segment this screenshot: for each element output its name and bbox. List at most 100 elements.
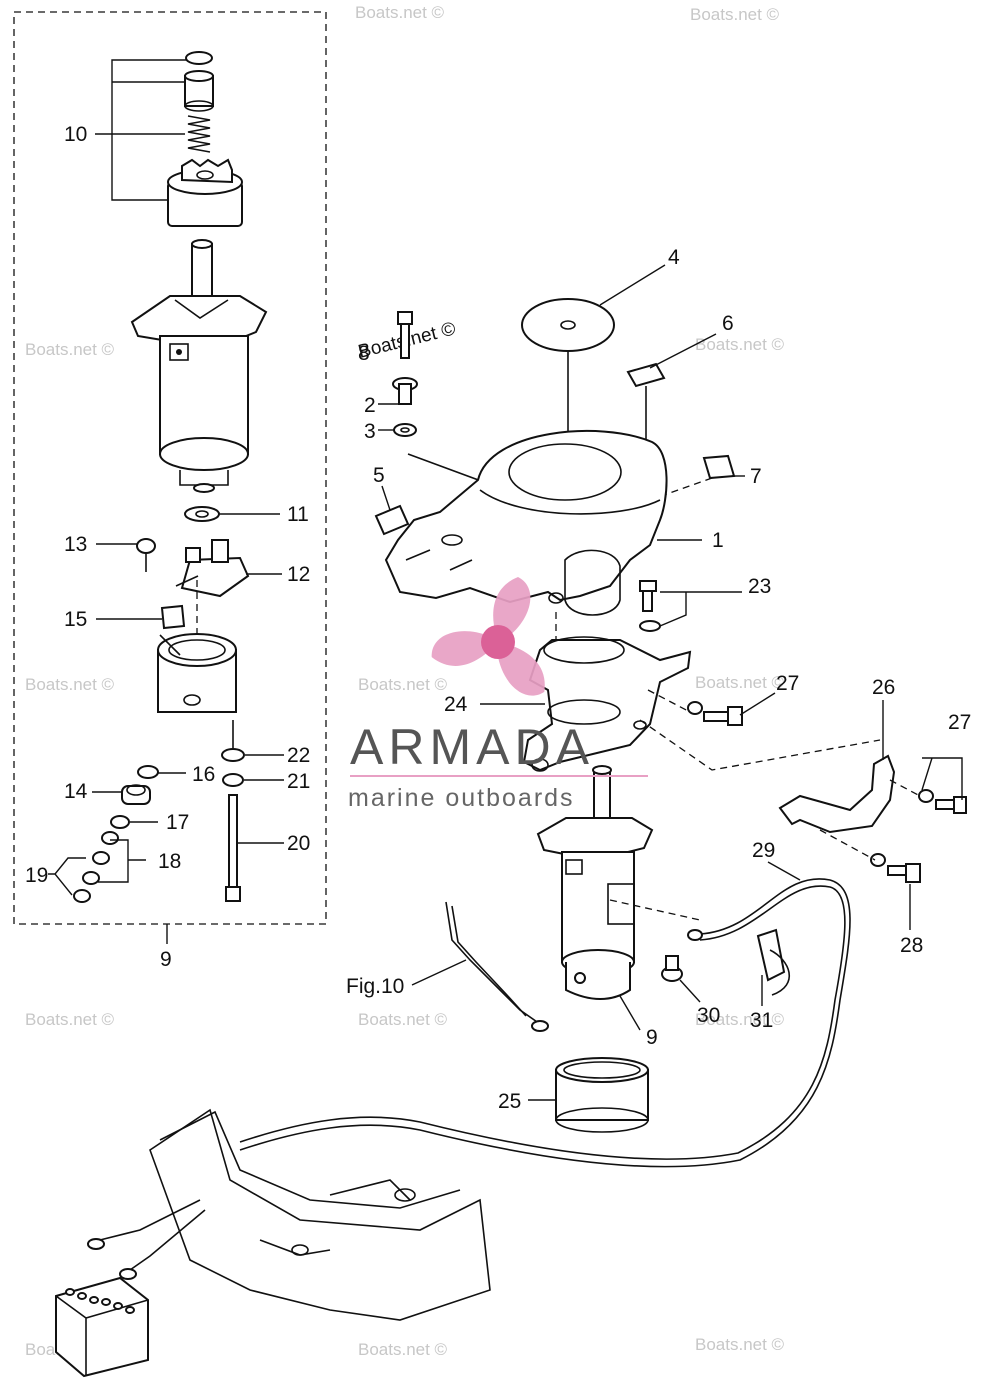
- watermark: Boats.net ©: [358, 1010, 448, 1029]
- stop-collar: [184, 70, 214, 112]
- callout-4: 4: [668, 246, 680, 269]
- callout-18: 18: [158, 850, 181, 873]
- brand-name: ARMADA: [350, 719, 594, 775]
- callout-16: 16: [192, 763, 215, 786]
- bolt: [935, 796, 967, 814]
- watermark: Boats.net ©: [25, 675, 115, 694]
- callout-7: 7: [750, 465, 762, 488]
- callout-fig10: Fig.10: [346, 975, 404, 998]
- nut: [82, 871, 100, 885]
- cover-disc: [521, 298, 615, 352]
- brand-tagline: marine outboards: [348, 784, 575, 812]
- starter-collar: [555, 1057, 649, 1133]
- nut: [101, 831, 119, 845]
- o-ring: [110, 815, 130, 829]
- watermark: Boats.net ©: [25, 340, 115, 359]
- watermark: Boats.net ©: [695, 1335, 785, 1354]
- callout-24: 24: [444, 693, 468, 716]
- callout-30: 30: [697, 1004, 720, 1027]
- callout-20: 20: [287, 832, 310, 855]
- callout-11: 11: [287, 503, 309, 526]
- leader-10: [95, 59, 196, 201]
- callout-labels: 1 2 3 4 5 6 7 8 9 9 10 11 12 13 14 15 16…: [25, 123, 971, 1113]
- bolt: [703, 706, 743, 726]
- lock-washer: [222, 773, 244, 787]
- callout-2: 2: [364, 394, 376, 417]
- washer: [221, 748, 245, 762]
- bottom-cowl-frame: [149, 1108, 491, 1321]
- callout-27: 27: [776, 672, 799, 695]
- decal: [702, 454, 736, 480]
- terminal-boot: [756, 928, 791, 996]
- callout-14: 14: [64, 780, 88, 803]
- through-bolt: [225, 794, 241, 902]
- pinion-gear: [167, 158, 243, 227]
- callout-22: 22: [287, 744, 310, 767]
- callout-13: 13: [64, 533, 87, 556]
- decal: [626, 362, 666, 388]
- grommet: [393, 423, 417, 437]
- watermark-layer: Boats.net © Boats.net © Boats.net © Boat…: [25, 3, 785, 1359]
- watermark: Boats.net ©: [355, 3, 445, 22]
- watermark: Boats.net ©: [695, 1010, 785, 1029]
- watermark: Boats.net ©: [25, 1010, 115, 1029]
- clamp-band: [778, 754, 896, 834]
- starter-motor: [536, 765, 654, 1000]
- callout-6: 6: [722, 312, 734, 335]
- callout-23: 23: [748, 575, 771, 598]
- callout-28: 28: [900, 934, 923, 957]
- spring: [187, 115, 211, 153]
- callout-5: 5: [373, 464, 385, 487]
- screw: [136, 538, 156, 572]
- callout-21: 21: [287, 770, 310, 793]
- nut-plate: [160, 604, 186, 630]
- nut: [92, 851, 110, 865]
- watermark: Boats.net ©: [358, 1340, 448, 1359]
- washer: [918, 789, 934, 803]
- watermark: Boats.net ©: [358, 675, 448, 694]
- watermark: Boats.net ©: [695, 673, 785, 692]
- callout-27: 27: [948, 711, 971, 734]
- watermark: Boats.net ©: [690, 5, 780, 24]
- thrust-washer: [184, 506, 220, 522]
- flywheel-cover: [384, 429, 668, 616]
- starter-motor-assembly: [130, 239, 268, 493]
- bushing: [121, 784, 151, 805]
- leader-19: [48, 857, 86, 896]
- callout-10: 10: [64, 123, 87, 146]
- callout-29: 29: [752, 839, 775, 862]
- callout-25: 25: [498, 1090, 521, 1113]
- collar: [392, 377, 418, 405]
- callout-9-group: 9: [160, 948, 172, 971]
- brush-holder: [175, 539, 250, 598]
- brand-logo: [431, 577, 545, 696]
- callout-1: 1: [712, 529, 724, 552]
- callout-9: 9: [646, 1026, 658, 1049]
- bolt: [887, 863, 921, 883]
- washer: [870, 853, 886, 867]
- leader-18: [98, 839, 146, 883]
- battery-icon: [55, 1276, 149, 1378]
- callout-8: 8: [358, 342, 370, 365]
- battery-cable: [239, 878, 851, 1168]
- callout-19: 19: [25, 864, 48, 887]
- callout-31: 31: [750, 1009, 773, 1032]
- callout-12: 12: [287, 563, 310, 586]
- watermark: Boats.net ©: [695, 335, 785, 354]
- terminal-nut: [661, 955, 683, 982]
- starter-bracket: [522, 636, 692, 772]
- snap-ring: [185, 51, 213, 65]
- bolt: [397, 311, 413, 359]
- bolt: [639, 580, 657, 612]
- decal: [374, 504, 410, 536]
- washer: [137, 765, 159, 779]
- washer: [639, 620, 661, 632]
- callout-3: 3: [364, 420, 376, 443]
- nut: [73, 889, 91, 903]
- callout-17: 17: [166, 811, 189, 834]
- group-9-boundary: [13, 11, 327, 925]
- callout-15: 15: [64, 608, 87, 631]
- end-frame: [157, 580, 237, 713]
